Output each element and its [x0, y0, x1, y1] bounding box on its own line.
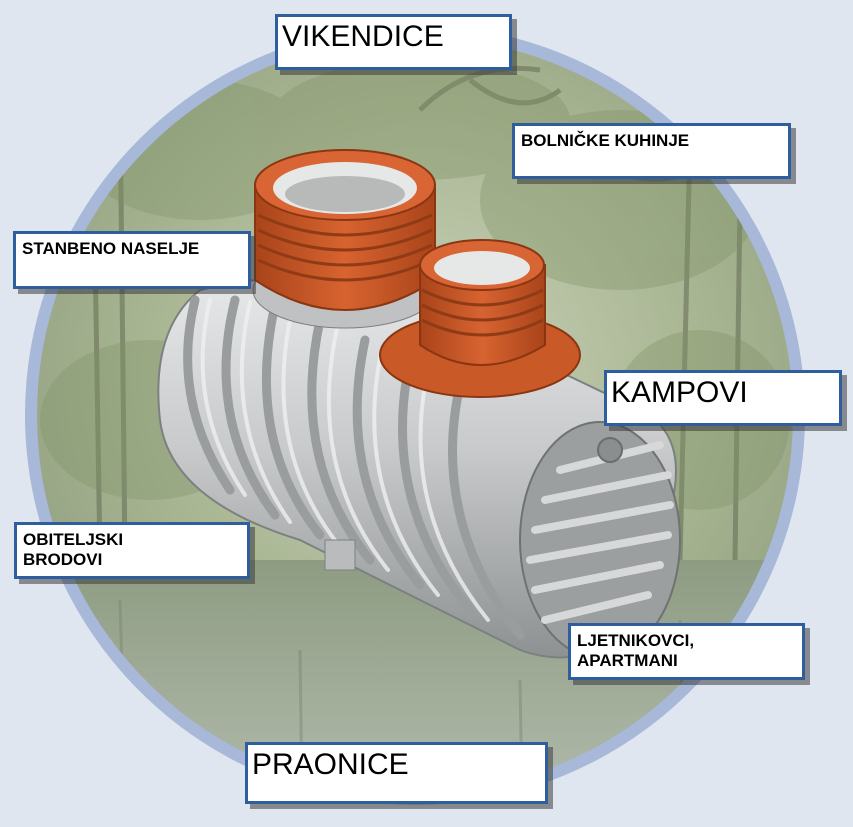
label-kampovi: KAMPOVI — [604, 370, 842, 426]
label-praonice: PRAONICE — [245, 742, 548, 804]
label-obiteljski-brodovi: OBITELJSKI BRODOVI — [14, 522, 250, 579]
label-ljetnikovci-apartmani: LJETNIKOVCI, APARTMANI — [568, 623, 805, 680]
inlet-port — [597, 437, 623, 463]
label-stanbeno-naselje: STANBENO NASELJE — [13, 231, 251, 289]
small-access-neck — [379, 239, 581, 398]
tank-foot — [324, 539, 356, 571]
large-access-neck — [252, 149, 438, 329]
label-vikendice: VIKENDICE — [275, 14, 512, 70]
label-bolnicke-kuhinje: BOLNIČKE KUHINJE — [512, 123, 791, 179]
